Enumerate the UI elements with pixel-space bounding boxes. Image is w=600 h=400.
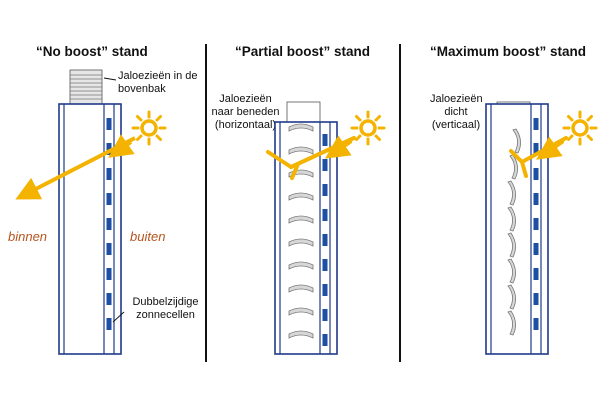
label-outside: buiten (130, 229, 166, 244)
label-top-blinds: Jaloezieën in de bovenbak (118, 70, 198, 95)
sun-icon-3 (562, 110, 598, 146)
panel-3-window (485, 101, 549, 355)
panel-2-title: “Partial boost” stand (235, 44, 371, 59)
sun-icon (131, 110, 167, 146)
sunlight-rays-1 (15, 134, 136, 200)
panel-3-title: “Maximum boost” stand (430, 44, 587, 59)
label-blinds-horizontal: Jaloezieën naar beneden (horizontaal) (211, 93, 280, 131)
panel-1-window (58, 69, 122, 355)
label-solar-cells: Dubbelzijdige zonnecellen (132, 296, 199, 321)
label-blinds-vertical: Jaloezieën dicht (verticaal) (430, 93, 483, 131)
sunlight-rays-2 (266, 135, 356, 180)
sun-icon-2 (350, 110, 386, 146)
sunlight-rays-3 (509, 136, 568, 178)
label-inside: binnen (8, 229, 48, 244)
divider-1 (205, 44, 207, 362)
panel-2-window (274, 101, 338, 355)
divider-2 (399, 44, 401, 362)
panel-1-title: “No boost” stand (36, 44, 148, 59)
